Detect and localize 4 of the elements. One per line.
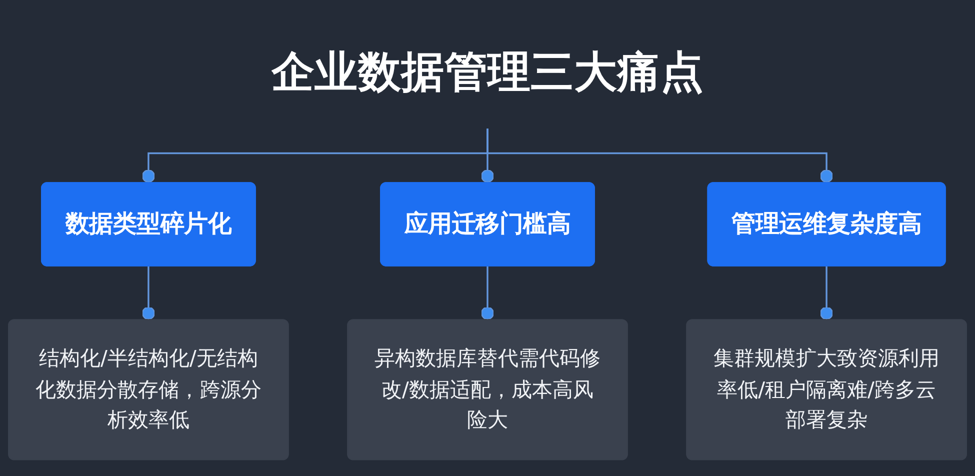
connector bbox=[480, 266, 494, 320]
connector bbox=[142, 266, 155, 320]
connector bbox=[486, 128, 834, 184]
connector bbox=[820, 266, 834, 320]
